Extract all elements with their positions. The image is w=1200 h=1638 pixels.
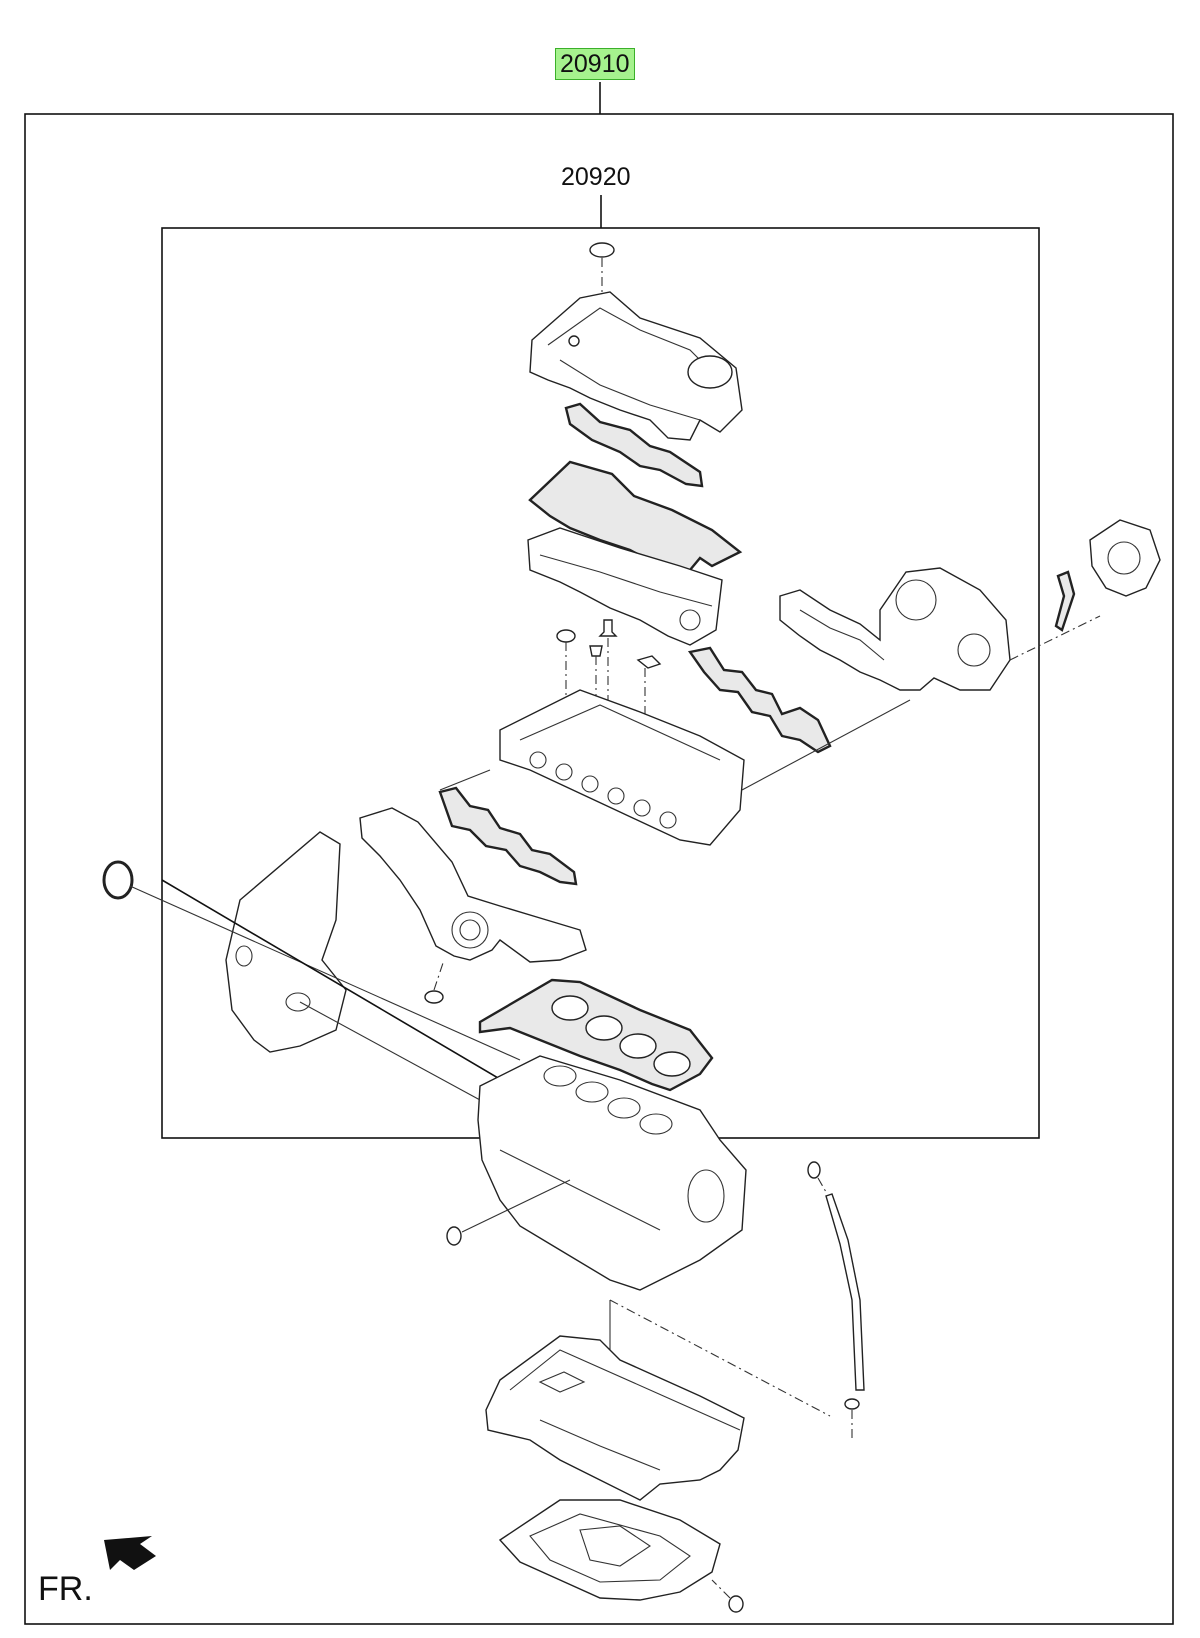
dipstick-seal-top [807, 1161, 821, 1179]
camshaft-carrier [527, 527, 723, 646]
bolt-a [598, 619, 618, 637]
head-gasket [478, 978, 714, 1092]
intake-manifold [359, 807, 587, 963]
intake-manifold-gasket [438, 786, 578, 886]
block-seal [446, 1226, 462, 1246]
oil-pan-gasket [498, 1499, 721, 1601]
kit-part-number-20910[interactable]: 20910 [555, 48, 635, 80]
vacuum-pump [1089, 519, 1161, 597]
timing-cover [225, 831, 347, 1053]
upper-oil-pan [485, 1335, 745, 1501]
dipstick-seal-bottom [844, 1398, 860, 1410]
head-cover-gasket [528, 460, 743, 572]
drain-plug-seal [728, 1595, 744, 1613]
exhaust-manifold-gasket [687, 646, 832, 754]
intake-seal [424, 990, 444, 1004]
front-crank-seal [102, 860, 134, 900]
rocker-cover-gasket [564, 402, 704, 488]
bolt-c [636, 655, 662, 669]
bolt-b [589, 645, 603, 657]
cylinder-head [499, 689, 745, 846]
exhaust-manifold-turbo [779, 567, 1011, 691]
cylinder-head-cover [529, 291, 743, 441]
arrow-down-left-icon [104, 1536, 156, 1570]
oil-filler-seal [589, 242, 615, 258]
front-direction-label: FR. [38, 1570, 93, 1608]
seal-a [556, 629, 576, 643]
dipstick-tube [825, 1193, 865, 1391]
pump-gasket [1054, 570, 1076, 632]
outer-kit-box [24, 113, 1174, 1625]
cylinder-block [477, 1055, 747, 1291]
kit-part-number-20920[interactable]: 20920 [561, 163, 631, 191]
